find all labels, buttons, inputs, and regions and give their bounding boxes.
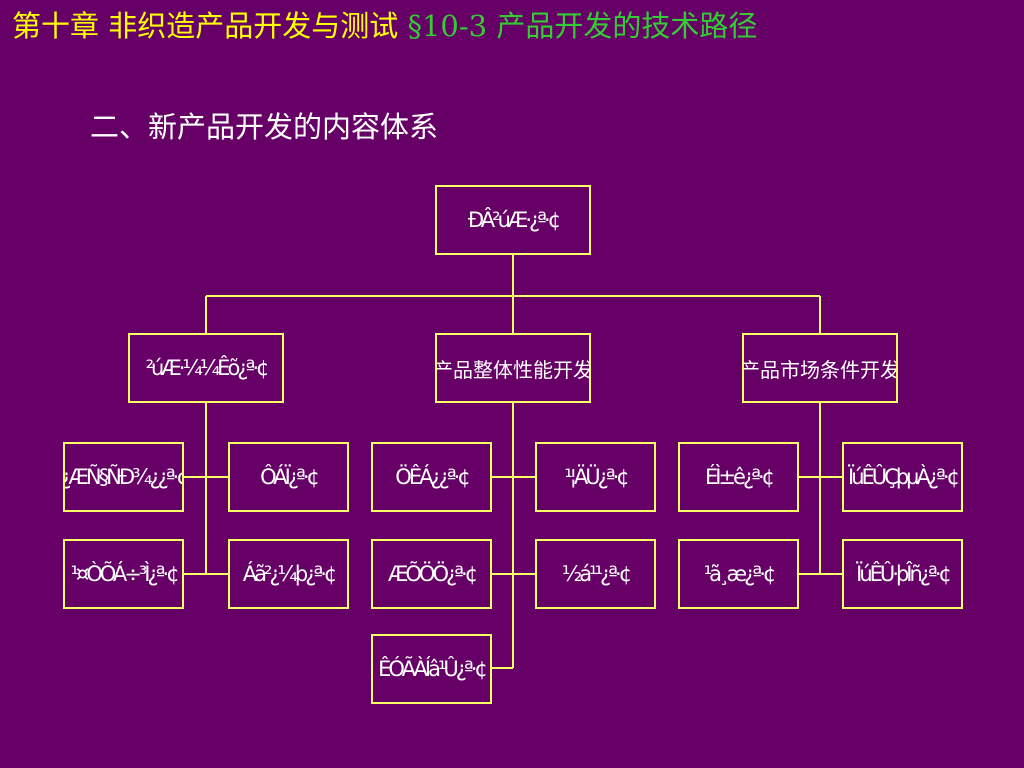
- node-right-child-2: ÏúÊÛÇþµÀ¿ª·¢: [842, 442, 963, 512]
- slide-title: 第十章 非织造产品开发与测试 §10-3 产品开发的技术路径: [12, 6, 757, 46]
- chapter-title: 第十章 非织造产品开发与测试: [12, 9, 399, 43]
- node-left-child-4: Áã²¿¼þ¿ª·¢: [228, 539, 349, 609]
- node-overall-performance: 产品整体性能开发: [435, 333, 591, 403]
- node-middle-child-3: ÆÕÖÖ¿ª·¢: [371, 539, 492, 609]
- node-right-child-4: ÏúÊÛ·þÎñ¿ª·¢: [842, 539, 963, 609]
- node-middle-child-4: ½á¹¹¿ª·¢: [535, 539, 656, 609]
- node-left-child-1: ¿ÆÑ§ÑÐ¾¿¿ª·¢: [63, 442, 184, 512]
- slide-subtitle: 二、新产品开发的内容体系: [90, 110, 439, 144]
- node-middle-child-5: ÊÓÃÀÍâ¹Û¿ª·¢: [371, 634, 492, 704]
- node-technology-development: ²úÆ·¼¼Êõ¿ª·¢: [128, 333, 284, 403]
- node-right-child-1: ÉÌ±ê¿ª·¢: [678, 442, 799, 512]
- section-title: §10-3 产品开发的技术路径: [407, 9, 758, 43]
- node-market-conditions: 产品市场条件开发: [742, 333, 898, 403]
- root-node: ÐÂ²úÆ·¿ª·¢: [435, 185, 591, 255]
- node-right-child-3: ¹ã¸æ¿ª·¢: [678, 539, 799, 609]
- node-left-child-2: Ô­ÁÏ¿ª·¢: [228, 442, 349, 512]
- node-left-child-3: ¹¤ÒÕÁ÷³Ì¿ª·¢: [63, 539, 184, 609]
- node-middle-child-1: ÖÊÁ¿¿ª·¢: [371, 442, 492, 512]
- node-middle-child-2: ¹¦ÄÜ¿ª·¢: [535, 442, 656, 512]
